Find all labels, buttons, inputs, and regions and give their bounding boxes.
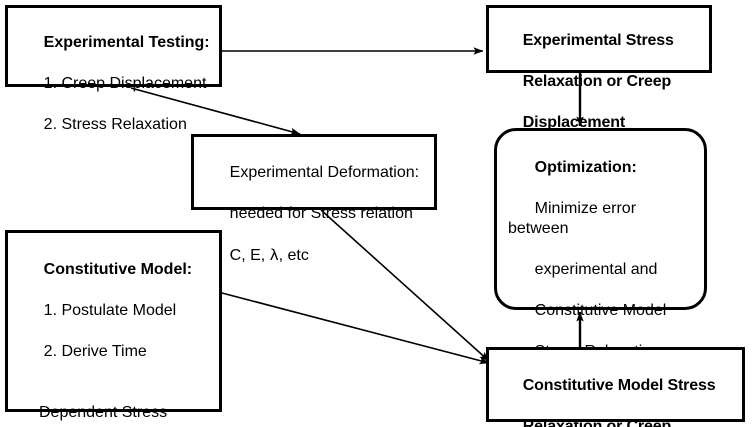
experimental-result-text: Experimental Stress Relaxation or Creep … (497, 10, 705, 154)
constitutive-model-item-2-line-1: 2. Derive Time (43, 342, 147, 360)
experimental-result-line-2: Relaxation or Creep (522, 72, 672, 90)
constitutive-result-line-2: Relaxation or Creep (522, 417, 672, 427)
node-experimental-testing[interactable]: Experimental Testing: 1. Creep Displacem… (5, 5, 222, 133)
experimental-testing-item-2: 2. Stress Relaxation (43, 115, 187, 133)
node-optimization[interactable]: Optimization: Minimize error between exp… (494, 128, 707, 422)
constitutive-model-item-1: 1. Postulate Model (43, 301, 177, 319)
node-experimental-result[interactable]: Experimental Stress Relaxation or Creep … (486, 5, 712, 131)
optimization-line-1: Minimize error between (508, 199, 641, 238)
edge-testing-to-deformation (130, 87, 301, 136)
experimental-deformation-line-3-pre: C, E, (229, 246, 270, 264)
optimization-line-2: experimental and (534, 261, 658, 278)
experimental-deformation-line-2: needed for Stress relation (229, 204, 413, 222)
experimental-testing-header: Experimental Testing: (43, 33, 210, 51)
node-experimental-deformation[interactable]: Experimental Deformation: needed for Str… (191, 134, 437, 264)
node-constitutive-result[interactable]: Constitutive Model Stress Relaxation or … (486, 347, 745, 427)
experimental-testing-item-1: 1. Creep Displacement (43, 74, 207, 92)
constitutive-result-line-1: Constitutive Model Stress (522, 376, 716, 394)
constitutive-model-header: Constitutive Model: (43, 260, 193, 278)
optimization-line-3: Constitutive Model (534, 302, 667, 319)
edge-deformation-to-constitutive-result (320, 209, 490, 362)
constitutive-model-item-2-line-2: Dependent Stress (39, 404, 168, 421)
experimental-result-line-1: Experimental Stress (522, 31, 674, 49)
experimental-deformation-line-3-post: , etc (278, 246, 309, 264)
optimization-header: Optimization: (534, 158, 637, 176)
experimental-deformation-text: Experimental Deformation: needed for Str… (203, 142, 430, 287)
edge-constitutive-model-to-constitutive-result (221, 292, 490, 365)
constitutive-result-text: Constitutive Model Stress Relaxation or … (497, 355, 738, 427)
experimental-result-line-3: Displacement (522, 113, 626, 131)
constitutive-model-text: Constitutive Model: 1. Postulate Model 2… (17, 239, 215, 427)
node-constitutive-model[interactable]: Constitutive Model: 1. Postulate Model 2… (5, 230, 222, 421)
lambda-symbol: λ (269, 245, 279, 264)
experimental-deformation-line-1: Experimental Deformation: (229, 163, 420, 181)
experimental-testing-text: Experimental Testing: 1. Creep Displacem… (17, 12, 215, 156)
